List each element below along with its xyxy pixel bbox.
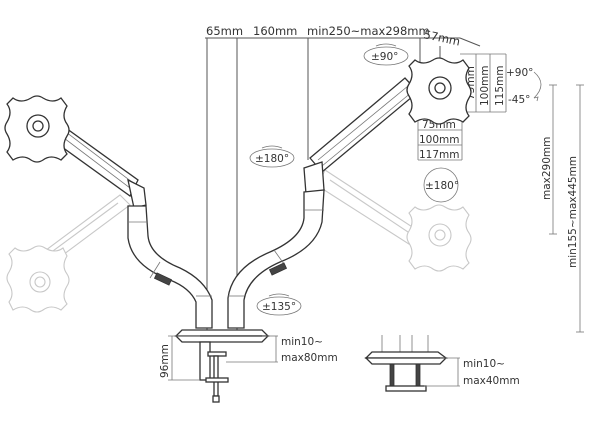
dim-arm-extension: min250~max298mm [307, 24, 430, 38]
svg-text:+90°: +90° [506, 67, 533, 79]
vesa-v-115: 115mm [494, 66, 506, 107]
dim-head-depth: 57mm [422, 27, 461, 48]
left-monitor-arm [4, 95, 213, 329]
tilt-indicator: +90° -45° [506, 67, 542, 106]
grommet-thickness-min: min10~ [463, 358, 505, 370]
height-dims: max290mm min155~max445mm [541, 84, 584, 333]
svg-text:±90°: ±90° [371, 51, 398, 63]
dim-height-max: max290mm [541, 137, 553, 200]
dim-pole-offset: 65mm [206, 24, 243, 38]
dim-clamp-height: 96mm [159, 344, 171, 378]
vesa-h-75: 75mm [422, 119, 456, 131]
clamp-base [174, 329, 270, 403]
clamp-dims: 96mm min10~ max80mm [159, 335, 338, 381]
svg-text:±135°: ±135° [262, 301, 296, 313]
vesa-h-100: 100mm [419, 134, 460, 146]
right-monitor-arm [227, 57, 472, 329]
rotation-base-badge: ±135° [256, 293, 302, 316]
clamp-thickness-min: min10~ [281, 336, 323, 348]
vesa-h-117: 117mm [419, 149, 460, 161]
svg-text:-45°: -45° [508, 94, 530, 106]
svg-text:±180°: ±180° [255, 153, 289, 165]
dim-arm-segment: 160mm [253, 24, 297, 38]
grommet-base [364, 335, 448, 392]
vesa-v-100: 100mm [479, 66, 491, 107]
grommet-dims: min10~ max40mm [424, 357, 520, 387]
rotation-swivel-head-badge: ±90° [363, 43, 409, 66]
svg-text:±180°: ±180° [425, 180, 459, 192]
dim-height-range: min155~max445mm [567, 156, 579, 268]
left-arm-ghost [6, 194, 131, 313]
clamp-thickness-max: max80mm [281, 352, 338, 364]
rotation-arm-badge: ±180° [249, 145, 295, 168]
rotation-head-badge: ±180° [423, 167, 459, 203]
grommet-thickness-max: max40mm [463, 375, 520, 387]
